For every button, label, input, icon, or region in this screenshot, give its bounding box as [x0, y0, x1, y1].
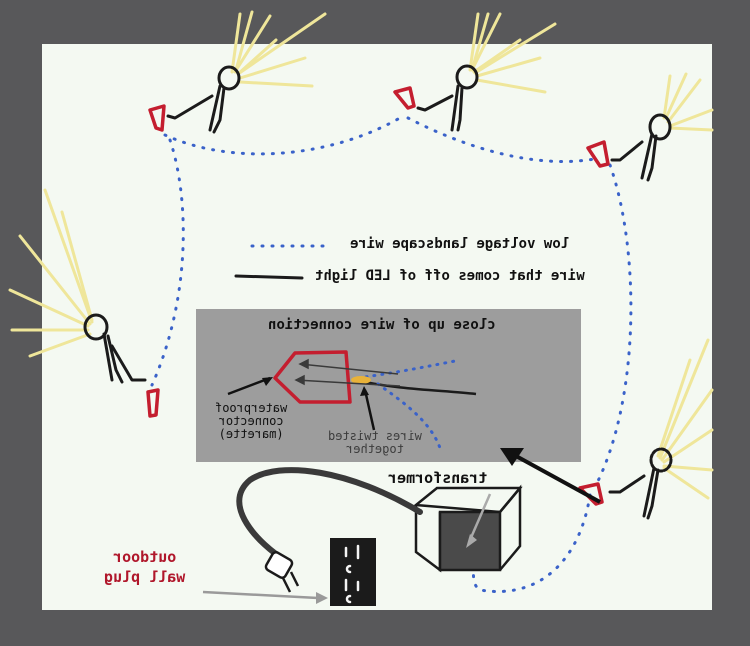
closeup-connector: [273, 350, 352, 404]
pointer-line-2: [295, 379, 401, 387]
closeup-title: close up of wire connection: [268, 317, 496, 333]
led-light-5: [608, 447, 673, 520]
power-cord: [236, 467, 423, 563]
led-light-4: [83, 313, 147, 384]
outlet-label-line-1: outdoor: [113, 548, 177, 566]
connector-1: [148, 104, 166, 132]
pointer-line-1: [299, 363, 399, 375]
light-beam-2: [468, 12, 557, 94]
wall-outlet: [330, 538, 376, 606]
led-light-2: [416, 64, 479, 132]
connector-label: waterproof connector (marette): [215, 401, 287, 441]
closeup-landscape-wire: [356, 358, 462, 380]
outlet-label-arrow: [202, 590, 319, 600]
transformer-label-arrow: [468, 493, 492, 541]
twist-arrow: [363, 389, 376, 431]
closeup-led-wire: [354, 378, 477, 396]
wire-twist: [351, 376, 371, 384]
connector-3: [586, 140, 610, 168]
connector-2: [393, 86, 416, 110]
legend-dotted-label: low voltage landscape wire: [350, 236, 570, 252]
closeup-pointer-arrow: [515, 454, 601, 504]
transformer-label: transformer: [388, 469, 488, 487]
twisted-label: wires twisted together: [328, 429, 422, 456]
outlet-label-line-2: wall plug: [104, 568, 186, 586]
legend-solid-swatch: [234, 274, 304, 280]
led-light-1: [166, 65, 241, 134]
light-beam-3: [662, 72, 714, 132]
led-light-3: [610, 113, 672, 182]
transformer-box: [412, 484, 523, 573]
plug: [264, 551, 300, 593]
light-beam-1: [230, 10, 327, 88]
connector-arrow: [227, 376, 271, 396]
closeup-wire-down: [376, 382, 442, 450]
twisted-label-line-2: together: [346, 442, 404, 456]
connector-label-line-3: (marette): [218, 427, 284, 441]
wire-run-right: [593, 163, 633, 489]
outlet-label: outdoor wall plug: [104, 547, 185, 587]
light-beam-4: [8, 188, 94, 358]
closeup-panel: [196, 309, 581, 462]
connector-4: [146, 388, 160, 418]
light-beam-5: [656, 338, 714, 500]
legend-solid-label: wire that comes off of LED light: [315, 268, 585, 284]
wire-run-top-left: [163, 113, 407, 156]
